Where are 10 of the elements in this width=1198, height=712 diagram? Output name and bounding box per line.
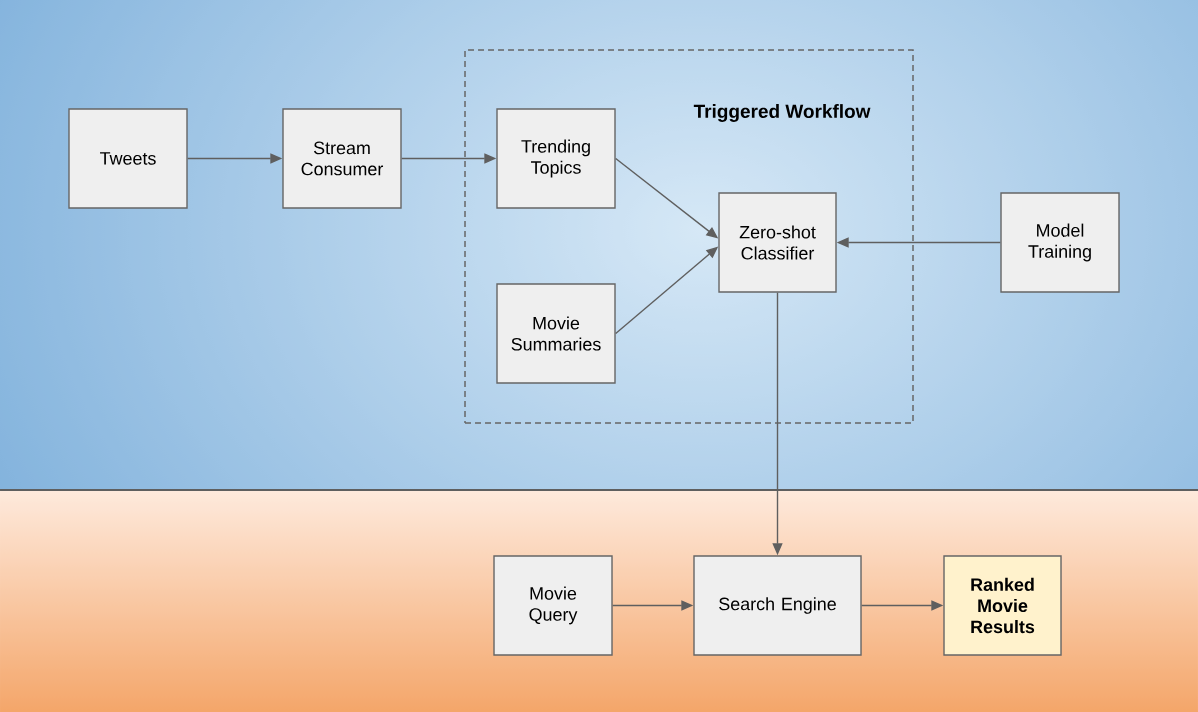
process-box: Search Engine bbox=[693, 555, 862, 656]
process-box: Tweets bbox=[68, 108, 188, 209]
group-title: Triggered Workflow bbox=[693, 104, 871, 122]
process-box: Zero-shot Classifier bbox=[718, 192, 837, 293]
result-box: Ranked Movie Results bbox=[943, 555, 1062, 656]
process-box: Movie Query bbox=[493, 555, 613, 656]
process-box: Trending Topics bbox=[496, 108, 616, 209]
process-box: Movie Summaries bbox=[496, 283, 616, 384]
process-box: Stream Consumer bbox=[282, 108, 402, 209]
process-box: Model Training bbox=[1000, 192, 1120, 293]
